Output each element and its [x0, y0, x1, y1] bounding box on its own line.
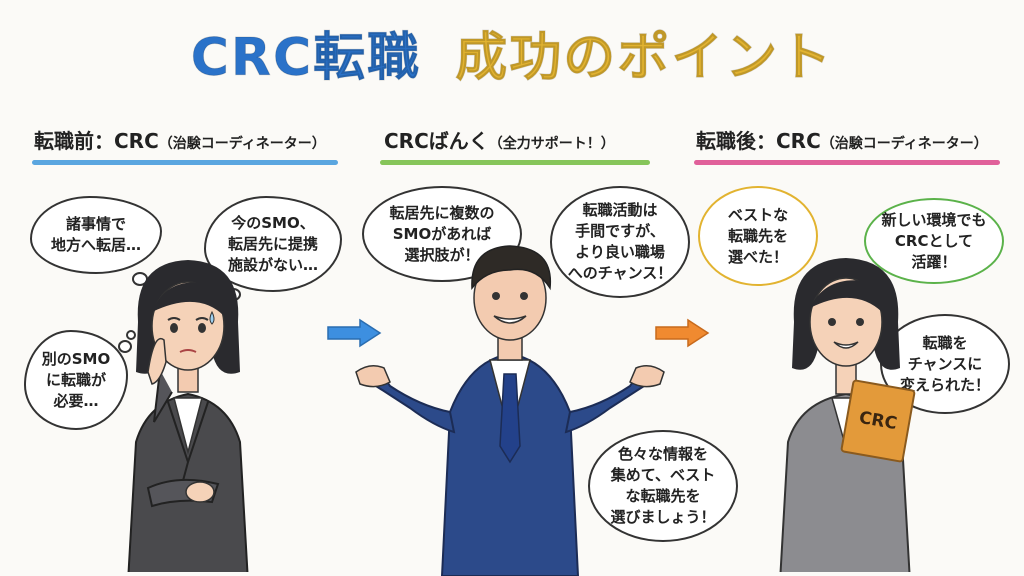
after-sub: （治験コーディネーター）: [820, 136, 988, 152]
thought-text-1: 諸事情で 地方へ転居…: [50, 215, 141, 254]
before-head: 転職前：CRC: [34, 129, 159, 153]
speech-bubble-chance: 転職活動は 手間ですが、 より良い職場 へのチャンス！: [550, 186, 690, 298]
after-header: 転職後：CRC（治験コーディネーター）: [696, 128, 988, 157]
title-part-2: 成功のポイント: [455, 28, 834, 89]
middle-head: CRCばんく: [384, 129, 489, 153]
middle-text-3: 色々な情報を 集めて、ベスト な転職先を 選びましょう！: [610, 445, 716, 526]
middle-text-2: 転職活動は 手間ですが、 より良い職場 へのチャンス！: [567, 201, 673, 282]
speech-bubble-active: 新しい環境でも CRCとして 活躍！: [864, 198, 1004, 284]
middle-text-1: 転居先に複数の SMOがあれば 選択肢が！: [389, 203, 495, 264]
arrow-right-blue: [327, 318, 382, 348]
worried-woman-illustration: [127, 260, 249, 572]
consultant-man-illustration: [355, 245, 665, 576]
crc-folder: CRC: [840, 379, 916, 463]
middle-sub: （全力サポート！）: [488, 136, 615, 152]
after-text-2: 新しい環境でも CRCとして 活躍！: [881, 210, 987, 271]
speech-bubble-gather-info: 色々な情報を 集めて、ベスト な転職先を 選びましょう！: [588, 430, 738, 542]
thought-text-2: 今のSMO、 転居先に提携 施設がない…: [227, 213, 318, 274]
middle-underline: [380, 160, 650, 165]
after-text-3: 転職を チャンスに 変えられた！: [899, 333, 990, 394]
middle-header: CRCばんく（全力サポート！）: [384, 128, 615, 157]
thought-bubble-relocation: 諸事情で 地方へ転居…: [30, 196, 162, 274]
speech-bubble-best-choice: ベストな 転職先を 選べた！: [698, 186, 818, 286]
before-sub: （治験コーディネーター）: [158, 136, 326, 152]
page-title: CRC転職 成功のポイント: [0, 28, 1024, 89]
crc-folder-label: CRC: [857, 407, 899, 435]
thought-text-3: 別のSMO に転職が 必要…: [41, 349, 111, 410]
title-part-1: CRC転職: [190, 28, 422, 89]
arrow-right-orange: [655, 318, 710, 348]
after-head: 転職後：CRC: [696, 129, 821, 153]
speech-bubble-choices: 転居先に複数の SMOがあれば 選択肢が！: [362, 186, 522, 282]
before-header: 転職前：CRC（治験コーディネーター）: [34, 128, 326, 157]
thought-bubble-need-change: 別のSMO に転職が 必要…: [24, 330, 128, 430]
thought-dot: [126, 330, 136, 340]
thought-dot: [118, 340, 132, 353]
before-underline: [32, 160, 338, 165]
after-text-1: ベストな 転職先を 選べた！: [727, 205, 789, 266]
after-underline: [694, 160, 1000, 165]
